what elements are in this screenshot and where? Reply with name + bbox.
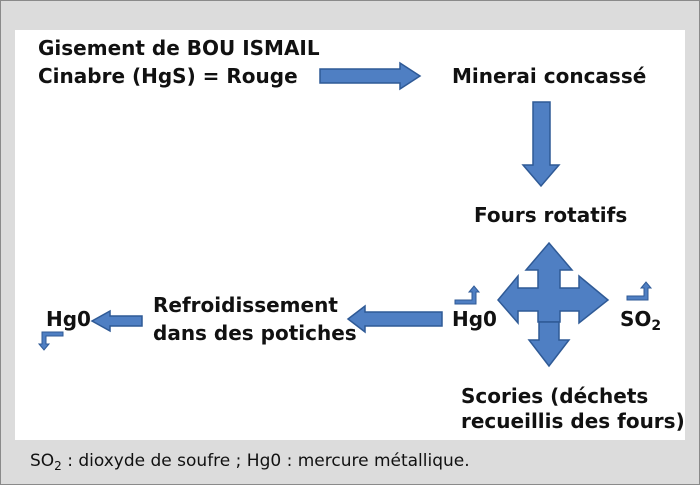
- legend-caption: SO2 : dioxyde de soufre ; Hg0 : mercure …: [30, 451, 470, 473]
- legend-text: : dioxyde de soufre ; Hg0 : mercure méta…: [61, 451, 470, 471]
- deposit-label: Gisement de BOU ISMAIL: [38, 36, 320, 60]
- hg0-final-label: Hg0: [46, 307, 91, 331]
- arrow-cooling-to-hg: [90, 309, 143, 333]
- crushed-ore-label: Minerai concassé: [452, 64, 647, 88]
- cinnabar-label: Cinabre (HgS) = Rouge: [38, 64, 298, 88]
- arrow-to-slag: [527, 321, 571, 368]
- so2-label: SO2: [620, 306, 661, 339]
- bent-arrow-up-icon: [454, 285, 481, 305]
- cooling-label-line1: Refroidissement: [153, 293, 338, 317]
- legend-so2-base: SO: [30, 451, 55, 471]
- legend-so2-subscript: 2: [54, 459, 62, 473]
- bent-arrow-down-icon: [37, 331, 64, 351]
- arrow-ore-to-kilns: [521, 101, 561, 188]
- arrow-hg-to-cooling: [346, 304, 443, 334]
- bent-arrow-up-icon-so2: [626, 281, 653, 301]
- so2-base: SO: [620, 307, 652, 331]
- slag-label-line1: Scories (déchets: [461, 384, 649, 408]
- cooling-label-line2: dans des potiches: [153, 321, 357, 345]
- arrow-source-to-ore: [319, 61, 422, 91]
- rotary-kilns-label: Fours rotatifs: [474, 203, 628, 227]
- diagram-panel: [15, 30, 685, 440]
- hg0-kiln-output-label: Hg0: [452, 307, 497, 331]
- slag-label-line2: recueillis des fours): [461, 409, 685, 433]
- so2-subscript: 2: [651, 318, 662, 334]
- four-way-arrow: [497, 241, 610, 326]
